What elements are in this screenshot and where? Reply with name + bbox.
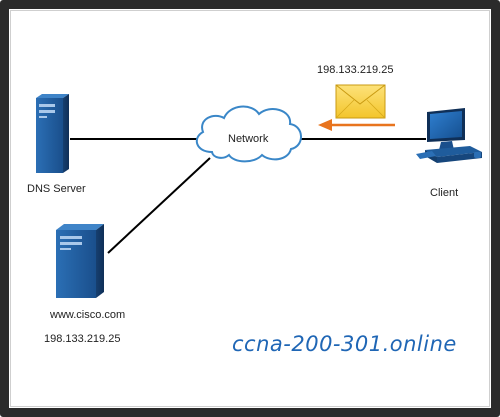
watermark-text: ccna-200-301.online: [232, 332, 457, 356]
envelope-icon: [335, 84, 386, 119]
web-server-icon: [56, 224, 104, 298]
link-web-network: [107, 157, 211, 254]
arrow-icon: [318, 119, 395, 131]
message-ip-label: 198.133.219.25: [317, 64, 394, 76]
client-computer-icon: [416, 108, 482, 163]
web-server-hostname: www.cisco.com: [50, 309, 126, 321]
client-label: Client: [430, 187, 459, 199]
web-server-ip: 198.133.219.25: [44, 333, 121, 345]
dns-server-icon: [36, 94, 69, 173]
cloud-label: Network: [228, 133, 269, 145]
dns-server-label: DNS Server: [27, 183, 86, 195]
diagram-canvas: [10, 10, 490, 407]
network-cloud-icon: [195, 105, 302, 163]
